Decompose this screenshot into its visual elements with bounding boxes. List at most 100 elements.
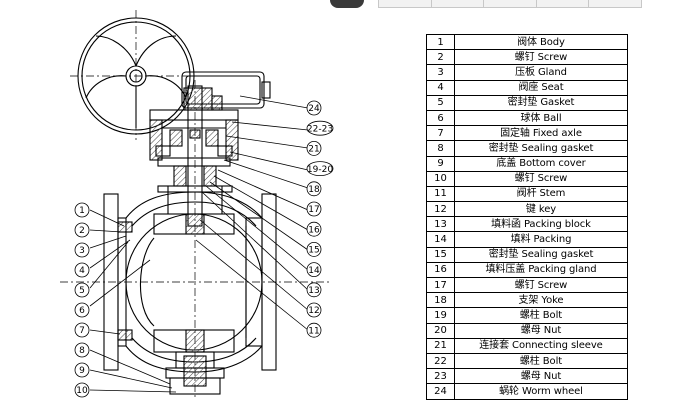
part-name: 键 key	[454, 201, 628, 218]
callout-label: 16	[308, 225, 320, 235]
part-name: 球体 Ball	[454, 109, 628, 127]
part-name: 螺钉 Screw	[454, 170, 628, 187]
callout-bubble	[74, 322, 90, 338]
tab-strip-segment	[537, 0, 590, 7]
part-number: 12	[426, 201, 455, 218]
callout-label: 15	[308, 246, 319, 256]
tab-strip-segment	[432, 0, 485, 7]
callout-label: 14	[308, 266, 320, 276]
part-number: 15	[426, 246, 455, 263]
part-name: 填料 Packing	[454, 231, 628, 248]
part-number: 16	[426, 261, 455, 279]
callout-bubble	[306, 120, 334, 136]
callout-label: 24	[308, 104, 320, 114]
callout-label: 5	[79, 286, 85, 296]
part-number: 3	[426, 64, 455, 81]
part-name: 填料压盖 Packing gland	[454, 261, 628, 279]
callout-bubble	[74, 282, 90, 298]
part-number: 7	[426, 125, 455, 142]
leaders-left	[89, 209, 177, 393]
callout-label: 12	[308, 306, 319, 316]
part-name: 螺母 Nut	[454, 322, 628, 339]
callout-label: 9	[79, 366, 85, 376]
callout-label: 19-20	[307, 165, 333, 175]
part-number: 10	[426, 170, 455, 187]
callout-bubble	[74, 362, 90, 378]
callout-label: 1	[79, 206, 85, 216]
part-number: 8	[426, 140, 455, 157]
part-number: 23	[426, 368, 455, 385]
part-name: 密封垫 Gasket	[454, 94, 628, 111]
part-name: 密封垫 Sealing gasket	[454, 140, 628, 157]
part-name: 螺母 Nut	[454, 368, 628, 385]
callout-bubble	[306, 181, 322, 197]
part-name: 固定轴 Fixed axle	[454, 125, 628, 142]
callout-label: 21	[308, 145, 319, 155]
part-name: 螺柱 Bolt	[454, 307, 628, 324]
callout-label: 11	[308, 326, 319, 336]
part-number: 1	[426, 33, 455, 51]
callout-bubble	[74, 242, 90, 258]
part-name: 蜗轮 Worm wheel	[454, 383, 628, 400]
callout-label: 22-23	[307, 124, 333, 134]
part-name: 阀杆 Stem	[454, 185, 628, 203]
part-number: 18	[426, 292, 455, 309]
part-number: 24	[426, 383, 455, 400]
part-number: 6	[426, 109, 455, 127]
leaders-right	[195, 95, 309, 331]
part-name: 填料函 Packing block	[454, 216, 628, 233]
part-name: 阀座 Seat	[454, 79, 628, 96]
part-number: 9	[426, 155, 455, 172]
callout-bubble	[74, 382, 90, 398]
callout-label: 13	[308, 286, 319, 296]
part-number: 17	[426, 276, 455, 294]
part-number: 4	[426, 79, 455, 96]
part-number: 20	[426, 322, 455, 339]
callout-bubble	[306, 221, 322, 237]
callout-bubble	[74, 342, 90, 358]
part-name: 连接套 Connecting sleeve	[454, 337, 628, 354]
part-number: 19	[426, 307, 455, 324]
callout-bubble	[306, 282, 322, 298]
part-number: 22	[426, 352, 455, 370]
callout-bubble	[306, 322, 322, 338]
callout-label: 8	[79, 346, 85, 356]
callout-bubble	[306, 161, 334, 177]
callout-label: 6	[79, 306, 85, 316]
callout-label: 18	[308, 185, 320, 195]
part-number: 5	[426, 94, 455, 111]
valve-body	[60, 185, 330, 395]
callout-bubble	[306, 100, 322, 116]
callout-bubble	[306, 201, 322, 217]
callout-bubble	[74, 302, 90, 318]
callout-bubble	[306, 140, 322, 156]
yoke	[149, 109, 239, 187]
tab-strip-segment	[589, 0, 641, 7]
callout-label: 2	[79, 226, 85, 236]
tab-strip-segment	[484, 0, 537, 7]
